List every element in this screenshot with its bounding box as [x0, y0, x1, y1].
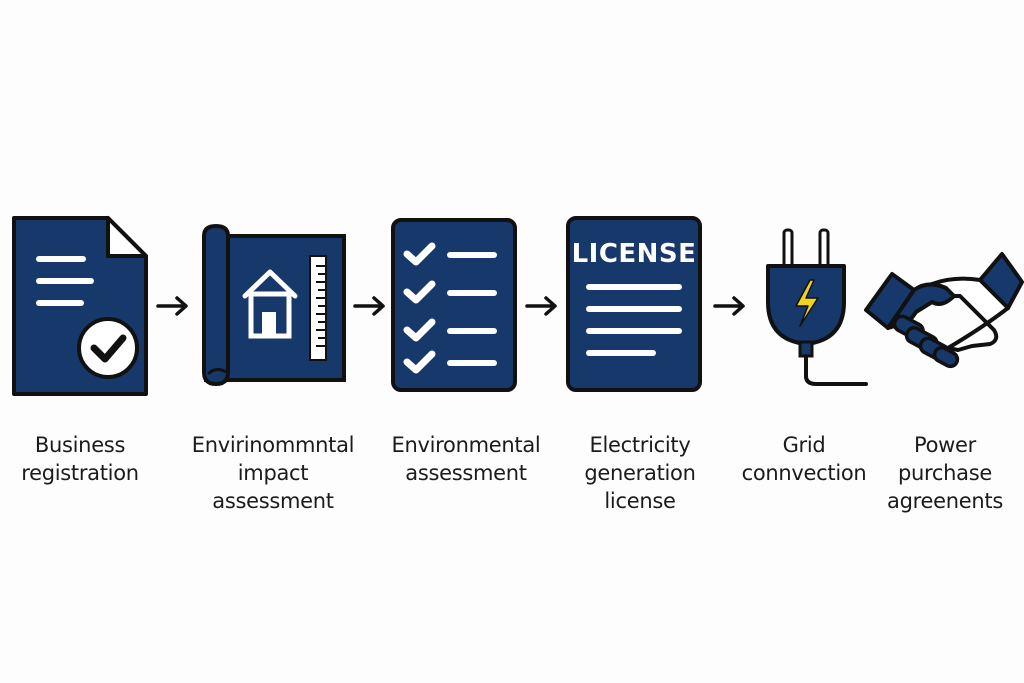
arrow-right-icon	[524, 294, 560, 318]
handshake-icon	[862, 250, 1024, 374]
checklist-icon	[389, 216, 519, 394]
document-check-icon	[10, 214, 150, 398]
step-label-environmental-assessment: Environmental assessment	[391, 433, 541, 485]
step-label-power-purchase-agreements: Power purchase agreenents	[887, 433, 1003, 513]
step-label-business-registration: Business registration	[21, 433, 139, 485]
step-label-impact-assessment: Envirinommntal impact assessment	[191, 433, 355, 513]
plug-bolt-icon	[756, 226, 870, 392]
step-label-grid-connection: Grid connvection	[741, 433, 867, 485]
step-label-generation-license: Electricity generation license	[584, 433, 696, 513]
arrow-right-icon	[712, 294, 748, 318]
blueprint-house-icon	[198, 222, 348, 388]
license-heading: LICENSE	[572, 239, 697, 269]
arrow-right-icon	[352, 294, 388, 318]
license-document-icon: LICENSE	[564, 214, 704, 394]
arrow-right-icon	[155, 294, 191, 318]
